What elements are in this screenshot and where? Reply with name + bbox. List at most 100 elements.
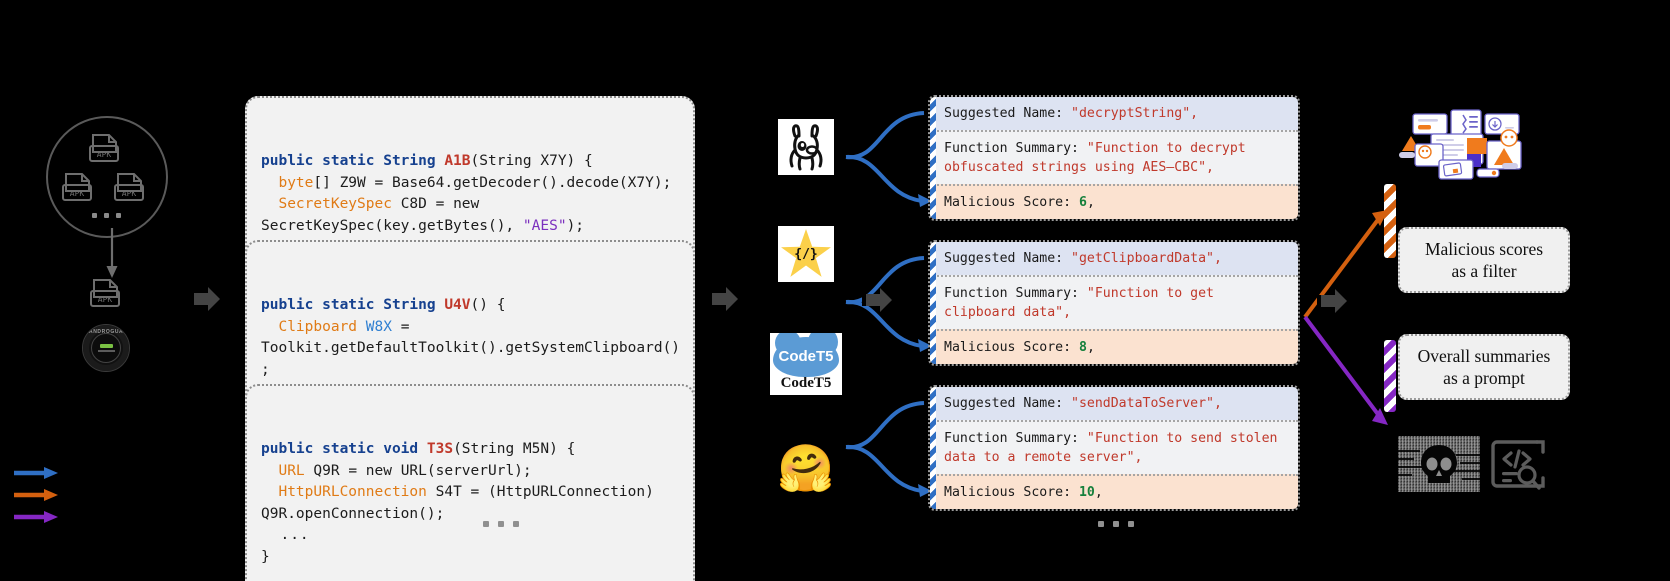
apk-file-icon: APK [60, 172, 94, 206]
legend [14, 462, 60, 528]
output-card-decrypt: Suggested Name: "decryptString", Functio… [928, 95, 1300, 221]
malicious-score-row: Malicious Score: 10, [930, 474, 1298, 509]
code-line: byte[] Z9W = Base64.getDecoder().decode(… [261, 173, 681, 195]
code-token [261, 463, 278, 479]
function-summary-row: Function Summary: "Function to decrypt o… [930, 130, 1298, 184]
function-summary-value: "Function to decrypt obfuscated strings … [944, 141, 1246, 175]
huggingface-logo-icon: 🤗 [777, 440, 835, 496]
prompt-hatch-bar [1384, 340, 1396, 412]
code-line: Toolkit.getDefaultToolkit().getSystemCli… [261, 338, 681, 381]
suggested-name-row: Suggested Name: "sendDataToServer", [930, 387, 1298, 420]
function-summary-key: Function Summary: [944, 286, 1087, 301]
androguard-badge-text: ANDROGUARD [89, 329, 130, 335]
svg-text:APK: APK [98, 295, 113, 304]
output-cards-ellipsis [1098, 521, 1134, 527]
card-accent-bar [930, 242, 936, 364]
code-token [261, 319, 278, 335]
code-token [261, 484, 278, 500]
code-block-sendserver: public static void T3S(String M5N) { URL… [245, 384, 695, 581]
code-token: W8X [365, 318, 392, 335]
code-token: HttpURLConnection [278, 484, 427, 500]
code-line: HttpURLConnection S4T = (HttpURLConnecti… [261, 482, 681, 504]
huggingface-emoji: 🤗 [777, 442, 835, 494]
androguard-badge-icon: ANDROGUARD [82, 324, 130, 372]
extracted-apk-icon: APK [88, 278, 122, 312]
apk-corpus-circle [46, 116, 168, 238]
code-line: public static String U4V() { [261, 295, 681, 317]
malware-skull-icon [1398, 436, 1480, 497]
card-accent-bar [930, 97, 936, 219]
function-summary-row: Function Summary: "Function to get clipb… [930, 275, 1298, 329]
code-line: SecretKeySpec(key.getBytes(), "AES"); [261, 216, 681, 238]
suggested-name-row: Suggested Name: "decryptString", [930, 97, 1298, 130]
legend-item-orange [14, 484, 60, 506]
malicious-score-row: Malicious Score: 8, [930, 329, 1298, 364]
code-token: "AES" [522, 217, 567, 234]
malicious-score-suffix: , [1094, 485, 1103, 500]
app-screens-cluster-icon [1395, 108, 1530, 185]
malicious-score-key: Malicious Score: [944, 340, 1079, 355]
apk-file-icon: APK [112, 172, 146, 206]
code-token [261, 175, 278, 191]
code-line: } [261, 547, 681, 569]
code-token: [] Z9W = Base64.getDecoder().decode(X7Y)… [313, 174, 672, 191]
blue-arrow-clipboard [845, 256, 932, 352]
code-lines: public static String A1B(String X7Y) { b… [261, 151, 681, 280]
legend-item-blue [14, 462, 60, 484]
code-to-models-arrow [708, 286, 748, 312]
legend-orange-arrow-icon [14, 489, 58, 501]
svg-text:APK: APK [122, 189, 137, 198]
overall-summaries-prompt-label: Overall summaries as a prompt [1398, 334, 1570, 400]
malicious-score-value: 8 [1078, 340, 1087, 355]
code-token: SecretKeySpec [278, 196, 392, 212]
outputs-to-right-arrow [1317, 288, 1357, 314]
svg-text:APK: APK [97, 150, 112, 159]
function-summary-key: Function Summary: [944, 141, 1087, 156]
code-token: (String M5N) { [453, 441, 576, 457]
blue-arrow-sendserver [845, 401, 932, 497]
code-token: ); [566, 217, 585, 234]
code-search-icon [1487, 434, 1549, 499]
malicious-score-suffix: , [1086, 340, 1095, 355]
code-line: URL Q9R = new URL(serverUrl); [261, 461, 681, 483]
code-token: = [391, 318, 410, 335]
code-token: () { [470, 297, 506, 313]
suggested-name-key: Suggested Name: [944, 396, 1072, 411]
code-token [261, 196, 278, 212]
starcoder-label: {/} [794, 246, 818, 262]
suggested-name-key: Suggested Name: [944, 251, 1072, 266]
blue-arrow-decrypt [845, 111, 932, 207]
function-summary-row: Function Summary: "Function to send stol… [930, 420, 1298, 474]
corpus-ellipsis [92, 213, 121, 218]
code-token: URL [278, 462, 305, 479]
code-token: U4V [444, 297, 471, 313]
malicious-score-value: 6 [1078, 195, 1087, 210]
malicious-score-suffix: , [1086, 195, 1095, 210]
code-token [357, 319, 366, 335]
code-token: public static String [261, 297, 445, 313]
malicious-scores-filter-label: Malicious scores as a filter [1398, 227, 1570, 293]
code-token: Clipboard [278, 318, 358, 335]
legend-purple-arrow-icon [14, 511, 58, 523]
code-token: A1B [444, 153, 471, 169]
codet5-logo-icon: CodeT5 CodeT5 [770, 333, 842, 395]
code-token: T3S [426, 441, 454, 457]
code-line: SecretKeySpec C8D = new [261, 194, 681, 216]
apk-to-code-arrow [190, 286, 230, 312]
svg-text:APK: APK [70, 189, 85, 198]
code-token: Toolkit.getDefaultToolkit().getSystemCli… [261, 340, 681, 378]
code-token: public static String [261, 153, 445, 169]
malicious-score-key: Malicious Score: [944, 485, 1079, 500]
code-blocks-ellipsis [483, 521, 519, 527]
suggested-name-value: "decryptString", [1071, 106, 1199, 121]
suggested-name-value: "getClipboardData", [1071, 251, 1222, 266]
code-line: Q9R.openConnection(); [261, 504, 681, 526]
legend-blue-arrow-icon [14, 467, 58, 479]
suggested-name-value: "sendDataToServer", [1071, 396, 1222, 411]
starcoder-logo-icon: {/} [778, 226, 834, 282]
apk-file-icon: APK [87, 133, 121, 167]
malicious-score-row: Malicious Score: 6, [930, 184, 1298, 219]
function-summary-value: "Function to get clipboard data", [944, 286, 1214, 320]
code-token: } [261, 548, 270, 565]
models-to-outputs-arrow [862, 287, 902, 313]
